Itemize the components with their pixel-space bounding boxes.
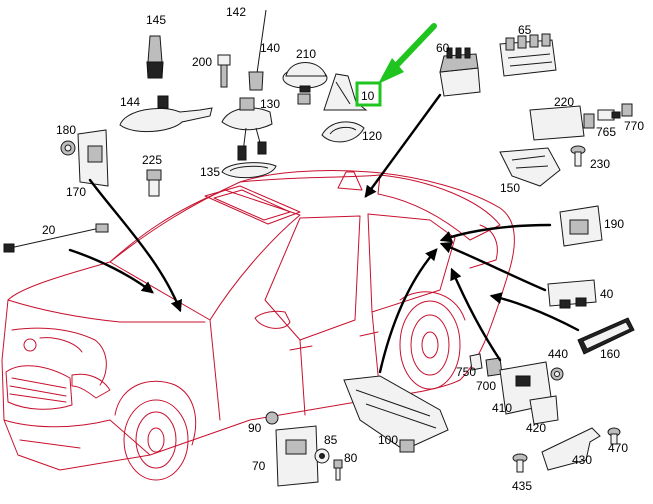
leader-lines (68, 93, 580, 374)
part-220-control-unit (529, 105, 595, 141)
part-420-bracket (529, 395, 559, 425)
callout-10[interactable]: 10 (361, 89, 375, 103)
car-outline (1, 169, 515, 481)
callout-160[interactable]: 160 (600, 347, 620, 361)
callout-765[interactable]: 765 (596, 125, 616, 139)
part-60-module (439, 47, 481, 97)
part-765-plug (597, 109, 621, 121)
part-130-antenna-amplifier (221, 97, 273, 161)
part-144-antenna-base (119, 95, 213, 133)
callout-85[interactable]: 85 (324, 433, 338, 447)
part-190-module (559, 205, 603, 247)
callout-410[interactable]: 410 (492, 401, 512, 415)
part-145-antenna-rod (146, 35, 164, 79)
part-142-antenna-mast (248, 9, 267, 91)
callout-770[interactable]: 770 (624, 119, 644, 133)
callout-145[interactable]: 145 (146, 13, 166, 27)
callout-135[interactable]: 135 (200, 165, 220, 179)
callout-80[interactable]: 80 (344, 451, 358, 465)
callout-230[interactable]: 230 (590, 157, 610, 171)
callout-750[interactable]: 750 (456, 365, 476, 379)
part-120-gasket (321, 121, 365, 143)
part-150-bracket (499, 147, 561, 187)
callout-65[interactable]: 65 (518, 23, 532, 37)
part-440-nut (550, 367, 564, 381)
part-230-screw (570, 145, 586, 167)
part-20-cable (3, 223, 109, 253)
part-65-connector (499, 33, 557, 77)
callout-150[interactable]: 150 (500, 181, 520, 195)
callout-170[interactable]: 170 (66, 185, 86, 199)
part-85-washer (314, 448, 330, 464)
part-200-bolt (217, 54, 231, 88)
part-180-clip (60, 140, 76, 156)
part-160-light-panel (577, 317, 635, 355)
callout-20[interactable]: 20 (42, 223, 56, 237)
callout-220[interactable]: 220 (554, 95, 574, 109)
part-70-module (275, 425, 319, 487)
callout-435[interactable]: 435 (512, 479, 532, 493)
part-135-seal (221, 162, 277, 179)
callout-90[interactable]: 90 (248, 421, 262, 435)
part-40-switch (547, 279, 597, 309)
callout-210[interactable]: 210 (296, 47, 316, 61)
callout-430[interactable]: 430 (572, 453, 592, 467)
part-210-dome-antenna (282, 62, 328, 105)
callout-142[interactable]: 142 (226, 5, 246, 19)
part-170-module (77, 129, 109, 187)
callout-144[interactable]: 144 (120, 95, 140, 109)
part-435-screw (512, 453, 528, 473)
callout-70[interactable]: 70 (252, 459, 266, 473)
callout-180[interactable]: 180 (56, 123, 76, 137)
callout-60[interactable]: 60 (436, 41, 450, 55)
callout-700[interactable]: 700 (476, 379, 496, 393)
part-80-screw (333, 459, 343, 481)
green-pointer-arrow-icon (391, 23, 437, 71)
part-750-clip (469, 353, 483, 371)
part-770-plug (621, 103, 633, 117)
part-470-screw (607, 427, 621, 445)
callout-100[interactable]: 100 (378, 433, 398, 447)
callout-labels: 145 142 140 200 210 10 60 65 144 130 120… (42, 5, 644, 493)
part-225-sensor (146, 169, 162, 197)
part-430-bracket (541, 427, 601, 471)
callout-120[interactable]: 120 (362, 129, 382, 143)
callout-130[interactable]: 130 (260, 97, 280, 111)
callout-420[interactable]: 420 (526, 421, 546, 435)
callout-470[interactable]: 470 (608, 441, 628, 455)
callout-225[interactable]: 225 (142, 153, 162, 167)
part-90-washer (265, 411, 279, 425)
part-100-carrier (343, 375, 449, 453)
callout-140[interactable]: 140 (260, 41, 280, 55)
callout-40[interactable]: 40 (600, 287, 614, 301)
callout-440[interactable]: 440 (548, 347, 568, 361)
highlight-callout-10 (355, 23, 437, 107)
callout-190[interactable]: 190 (604, 217, 624, 231)
callout-200[interactable]: 200 (192, 55, 212, 69)
